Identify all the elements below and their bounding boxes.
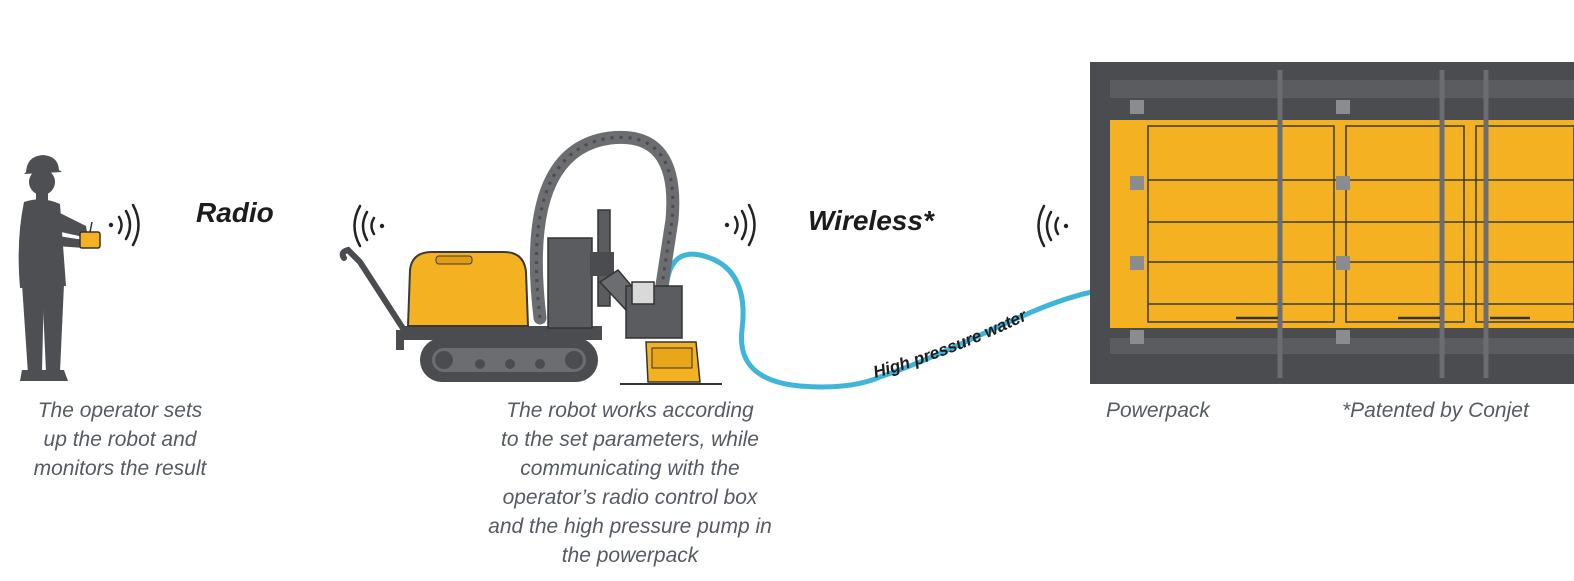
patent-note: *Patented by Conjet (1342, 396, 1529, 425)
robot-caption-line: The robot works according (506, 399, 754, 422)
powerpack-caption: Powerpack (1106, 396, 1210, 425)
water-hose (663, 251, 1095, 390)
robot-caption-line: the powerpack (561, 544, 699, 567)
patent-note-text: *Patented by Conjet (1342, 399, 1529, 422)
operator-caption-line: up the robot and (43, 428, 197, 451)
robot-caption-line: and the high pressure pump in (488, 515, 772, 538)
wireless-signal-icon (724, 203, 756, 247)
hose-label: High pressure water (871, 305, 1031, 381)
wireless-signal-icon (353, 204, 385, 248)
operator-silhouette (18, 155, 88, 381)
robot-caption: The robot works according to the set par… (445, 396, 815, 570)
powerpack-container (1090, 62, 1574, 384)
wireless-signal-icon (108, 203, 140, 247)
radio-label: Radio (196, 197, 274, 228)
wireless-label: Wireless* (808, 205, 935, 236)
radio-control-box (79, 221, 101, 249)
operator-caption-line: monitors the result (33, 457, 207, 480)
demolition-robot (339, 130, 722, 385)
robot-caption-line: communicating with the (520, 457, 740, 480)
powerpack-caption-text: Powerpack (1106, 399, 1210, 422)
operator-caption: The operator sets up the robot and monit… (0, 396, 240, 483)
wireless-signal-icon (1037, 204, 1069, 248)
operator-caption-line: The operator sets (37, 399, 203, 422)
robot-caption-line: to the set parameters, while (501, 428, 759, 451)
robot-caption-line: operator’s radio control box (502, 486, 758, 509)
